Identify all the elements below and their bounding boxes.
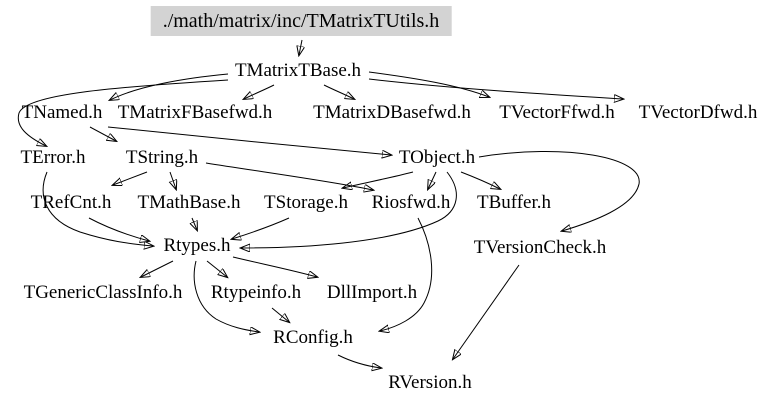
node-trefcnt[interactable]: TRefCnt.h — [30, 192, 112, 213]
node-rconfig[interactable]: RConfig.h — [273, 327, 353, 348]
edge-riosfwd-rconfig — [380, 217, 433, 331]
edge-tmatrixtbase-tvectorffwd — [368, 71, 489, 97]
edge-tnamed-tobject — [107, 126, 391, 155]
edge-tobject-tbuffer — [460, 171, 500, 189]
node-rversion[interactable]: RVersion.h — [388, 372, 472, 393]
edge-tmathbase-rtypes — [192, 217, 197, 230]
edge-tmatrixtutils-tmatrixtbase — [299, 39, 302, 55]
edge-tmatrixtbase-tmatrixdbasefwd — [323, 84, 354, 99]
edge-tobject-riosfwd — [428, 171, 437, 189]
edge-rconfig-rversion — [337, 354, 381, 368]
node-rtypes[interactable]: Rtypes.h — [163, 235, 231, 256]
edge-terror-rtypes — [42, 171, 153, 246]
node-tvectorffwd[interactable]: TVectorFfwd.h — [499, 102, 615, 123]
edge-tversioncheck-rversion — [453, 264, 520, 359]
edge-rtypes-tgenericclassinfo — [141, 260, 174, 277]
node-tmathbase[interactable]: TMathBase.h — [137, 192, 241, 213]
edge-tstorage-rtypes — [232, 217, 290, 239]
edge-tstring-tmathbase — [170, 171, 176, 189]
node-tmatrixtutils: ./math/matrix/inc/TMatrixTUtils.h — [150, 6, 452, 36]
edge-tobject-tversioncheck — [478, 151, 640, 231]
edge-rtypes-dllimport — [232, 256, 317, 277]
edge-tnamed-tstring — [89, 126, 116, 141]
edge-tobject-rtypes — [241, 171, 457, 248]
node-tbuffer[interactable]: TBuffer.h — [476, 192, 552, 213]
node-tversioncheck[interactable]: TVersionCheck.h — [473, 237, 607, 258]
node-tobject[interactable]: TObject.h — [398, 147, 476, 168]
node-tmatrixdbasefwd[interactable]: TMatrixDBasefwd.h — [313, 102, 471, 123]
edge-trefcnt-rtypes — [88, 217, 149, 241]
edge-tstring-trefcnt — [113, 171, 148, 185]
node-rtypeinfo[interactable]: Rtypeinfo.h — [210, 282, 302, 303]
node-tstorage[interactable]: TStorage.h — [264, 192, 348, 213]
node-tmatrixfbasefwd[interactable]: TMatrixFBasefwd.h — [117, 102, 273, 123]
edge-tstring-riosfwd — [205, 162, 373, 190]
node-riosfwd[interactable]: Riosfwd.h — [371, 192, 451, 213]
edge-tobject-tstorage — [343, 171, 414, 188]
node-tstring[interactable]: TString.h — [125, 147, 199, 168]
edge-rtypes-rtypeinfo — [206, 260, 227, 277]
node-dllimport[interactable]: DllImport.h — [326, 282, 418, 303]
edge-tmatrixtbase-terror — [17, 79, 229, 146]
edge-tmatrixtbase-tnamed — [110, 73, 229, 100]
node-tgenericclassinfo[interactable]: TGenericClassInfo.h — [23, 282, 183, 303]
edge-rtypes-rconfig — [193, 260, 259, 332]
edge-tmatrixtbase-tmatrixfbasefwd — [244, 84, 275, 99]
node-tmatrixtbase[interactable]: TMatrixTBase.h — [234, 60, 362, 81]
edge-rtypeinfo-rconfig — [271, 307, 289, 322]
edge-tmatrixtbase-tvectordfwd — [368, 78, 623, 99]
node-terror[interactable]: TError.h — [20, 147, 86, 168]
node-tvectordfwd[interactable]: TVectorDfwd.h — [638, 102, 758, 123]
node-tnamed[interactable]: TNamed.h — [21, 102, 103, 123]
